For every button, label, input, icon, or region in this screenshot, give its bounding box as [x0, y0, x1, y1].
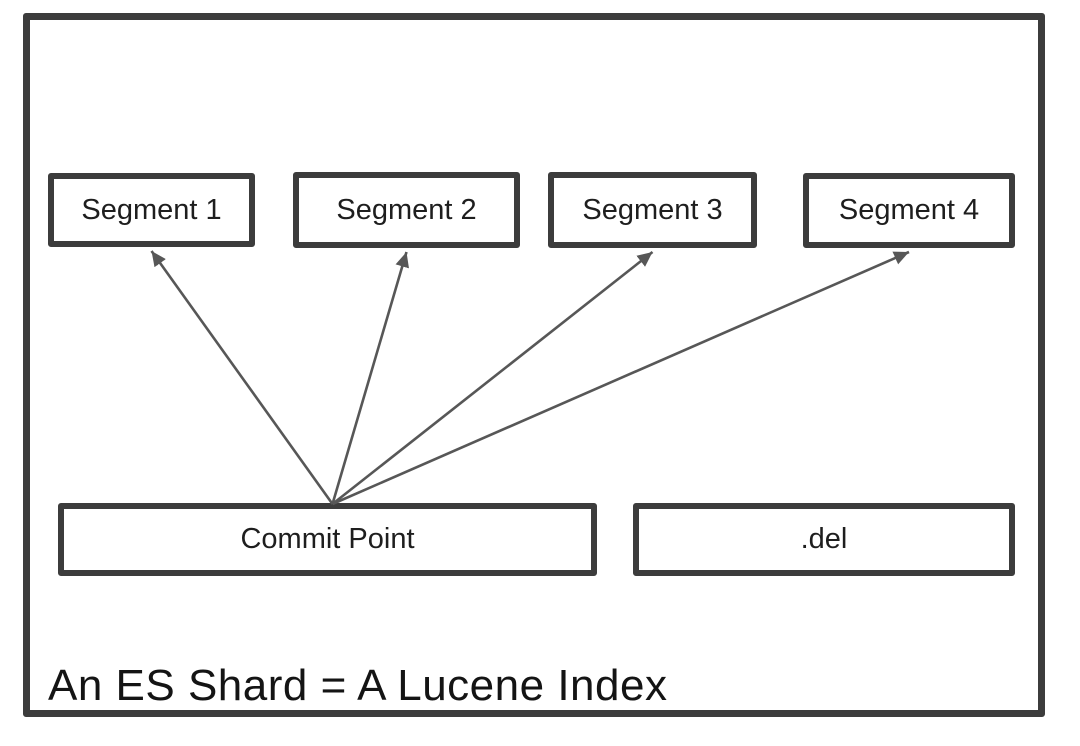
segment-1-label: Segment 1 — [81, 193, 222, 226]
segment-1-box: Segment 1 — [48, 173, 255, 247]
segment-4-box: Segment 4 — [803, 173, 1015, 248]
commit-point-box: Commit Point — [58, 503, 597, 576]
segment-3-box: Segment 3 — [548, 172, 757, 248]
segment-4-label: Segment 4 — [838, 194, 980, 226]
segment-2-box: Segment 2 — [293, 172, 520, 248]
del-file-label: .del — [800, 523, 848, 555]
shard-boundary-box — [23, 13, 1045, 717]
commit-point-label: Commit Point — [240, 523, 415, 555]
del-file-box: .del — [633, 503, 1015, 576]
diagram-caption: An ES Shard = A Lucene Index — [48, 661, 668, 710]
segment-2-label: Segment 2 — [336, 193, 477, 226]
segment-3-label: Segment 3 — [582, 193, 723, 226]
